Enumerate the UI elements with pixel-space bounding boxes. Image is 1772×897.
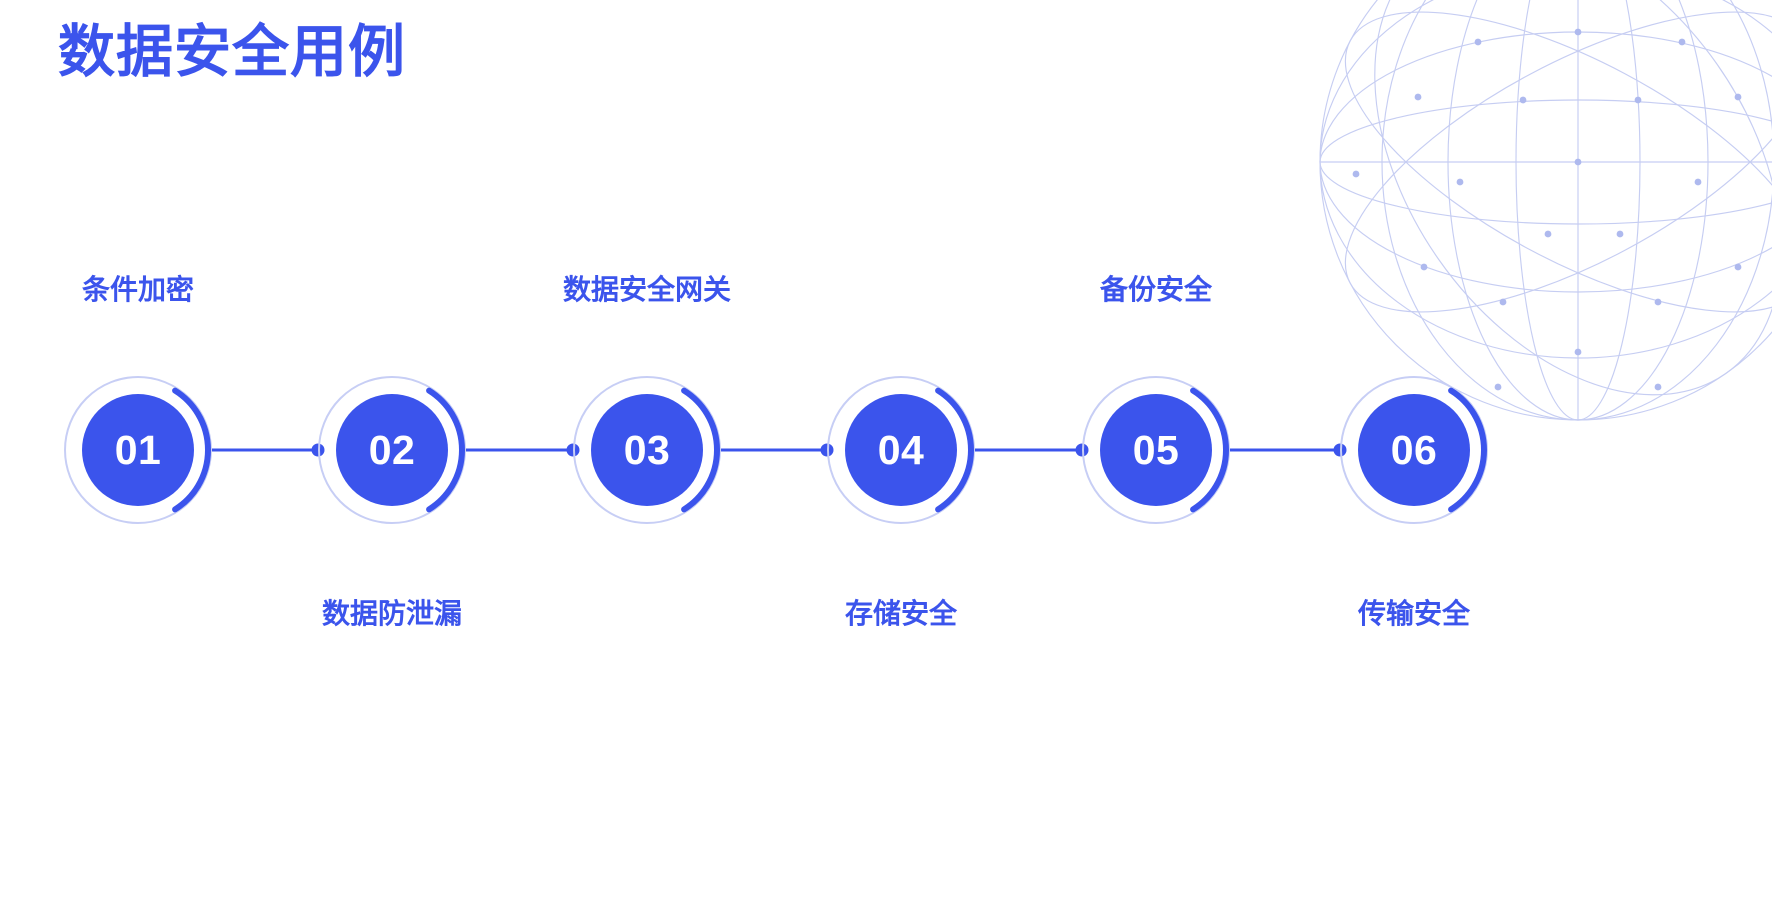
node-number: 02 bbox=[368, 426, 416, 473]
node-label-05: 备份安全 bbox=[1099, 274, 1213, 305]
timeline-connector bbox=[975, 448, 1082, 452]
node-disc: 03 bbox=[591, 394, 703, 506]
node-label-06: 传输安全 bbox=[1357, 598, 1471, 629]
node-number: 05 bbox=[1132, 426, 1180, 473]
node-number: 04 bbox=[877, 426, 925, 473]
timeline-node-05[interactable]: 05 bbox=[1080, 374, 1232, 526]
node-disc: 06 bbox=[1358, 394, 1470, 506]
timeline-node-01[interactable]: 01 bbox=[62, 374, 214, 526]
node-disc: 05 bbox=[1100, 394, 1212, 506]
node-ring-decoration bbox=[1082, 376, 1230, 524]
timeline-node-04[interactable]: 04 bbox=[825, 374, 977, 526]
node-label-01: 条件加密 bbox=[81, 274, 195, 305]
node-disc: 02 bbox=[336, 394, 448, 506]
timeline-connector bbox=[1230, 448, 1340, 452]
page-title: 数据安全用例 bbox=[58, 20, 406, 84]
node-ring-decoration bbox=[827, 376, 975, 524]
node-number: 06 bbox=[1390, 426, 1438, 473]
node-ring-decoration bbox=[1340, 376, 1488, 524]
node-disc: 04 bbox=[845, 394, 957, 506]
timeline-connector bbox=[212, 448, 318, 452]
timeline-connector bbox=[721, 448, 827, 452]
node-label-02: 数据防泄漏 bbox=[321, 598, 463, 629]
timeline-connector bbox=[466, 448, 573, 452]
node-disc: 01 bbox=[82, 394, 194, 506]
timeline-node-03[interactable]: 03 bbox=[571, 374, 723, 526]
node-label-03: 数据安全网关 bbox=[562, 274, 732, 305]
node-label-04: 存储安全 bbox=[844, 598, 958, 629]
node-ring-decoration bbox=[64, 376, 212, 524]
node-ring-decoration bbox=[318, 376, 466, 524]
node-number: 03 bbox=[623, 426, 671, 473]
timeline-node-02[interactable]: 02 bbox=[316, 374, 468, 526]
timeline-node-06[interactable]: 06 bbox=[1338, 374, 1490, 526]
node-number: 01 bbox=[114, 426, 162, 473]
node-ring-decoration bbox=[573, 376, 721, 524]
